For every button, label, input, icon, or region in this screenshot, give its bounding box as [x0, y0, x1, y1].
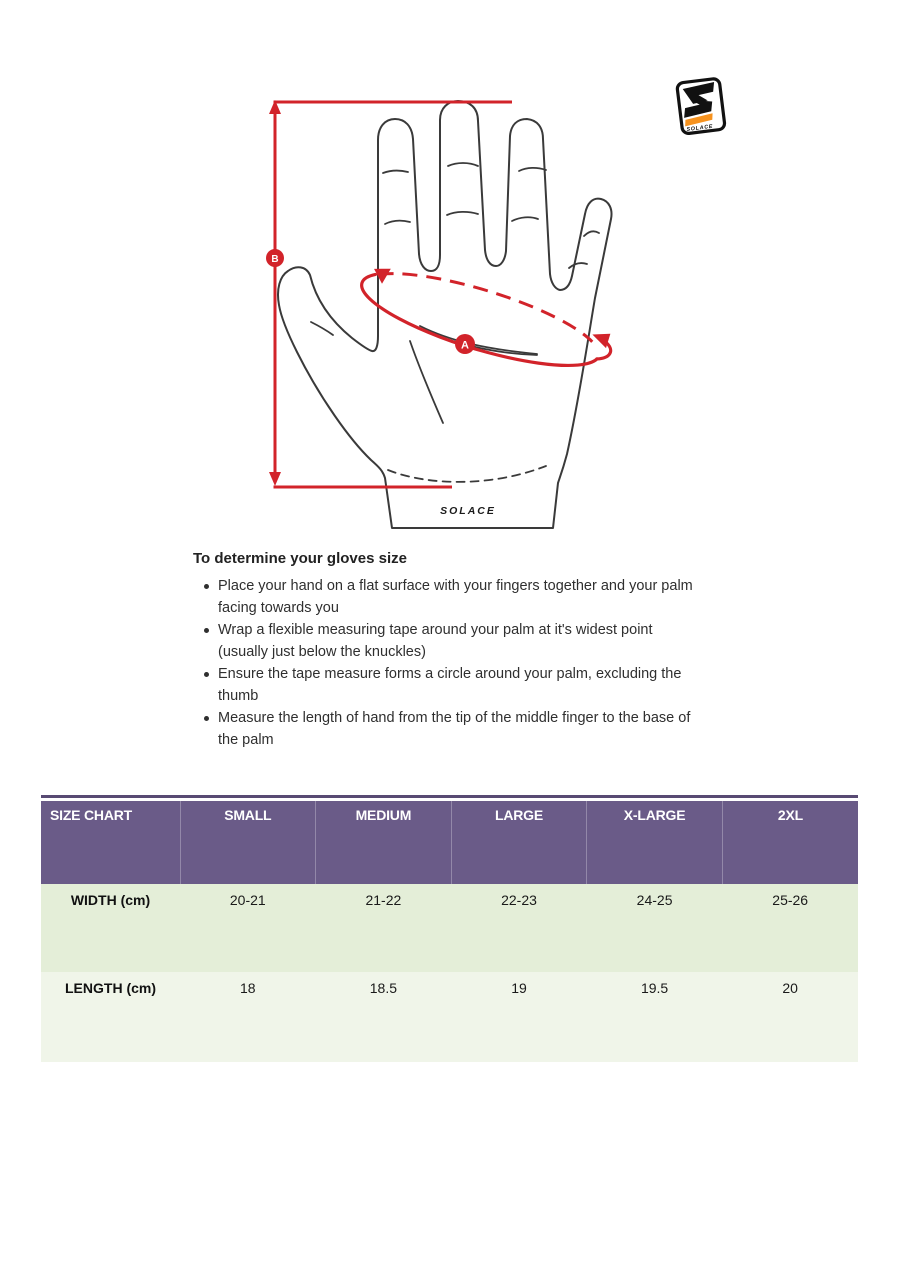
hand-sketch: SOLACE [277, 100, 613, 529]
svg-text:A: A [461, 340, 469, 352]
length-value-2xl: 20 [722, 972, 858, 1062]
palm-circumference-ellipse [360, 268, 613, 368]
instructions-title: To determine your gloves size [193, 550, 407, 567]
width-value-small: 20-21 [180, 884, 316, 972]
instruction-item: Wrap a flexible measuring tape around yo… [204, 619, 706, 663]
header-cell-small: SMALL [179, 801, 316, 884]
marker-badge-b: B [266, 249, 284, 267]
length-value-small: 18 [180, 972, 316, 1062]
header-cell-size-chart: SIZE CHART [41, 801, 180, 884]
header-cell-2xl: 2XL [721, 801, 858, 884]
sizing-instructions: To determine your gloves size Place your… [193, 549, 723, 751]
width-row: WIDTH (cm) 20-21 21-22 22-23 24-25 25-26 [41, 884, 858, 972]
length-row: LENGTH (cm) 18 18.5 19 19.5 20 [41, 972, 858, 1062]
logo-s-glyph [682, 81, 715, 118]
width-value-medium: 21-22 [315, 884, 452, 972]
width-value-2xl: 25-26 [722, 884, 858, 972]
marker-badge-a: A [455, 334, 475, 354]
hand-measurement-diagram: SOLACE B [266, 100, 613, 529]
brand-logo: SOLACE [675, 77, 727, 136]
header-cell-x-large: X-LARGE [586, 801, 723, 884]
instruction-item: Ensure the tape measure forms a circle a… [204, 663, 706, 707]
wrist-brand-text: SOLACE [440, 505, 496, 517]
row-label-length: LENGTH (cm) [41, 972, 180, 1062]
logo-brand-text: SOLACE [686, 124, 713, 133]
header-cell-medium: MEDIUM [315, 801, 452, 884]
size-chart-table: SIZE CHART SMALL MEDIUM LARGE X-LARGE 2X… [41, 795, 858, 1062]
row-label-width: WIDTH (cm) [41, 884, 180, 972]
instructions-list: Place your hand on a flat surface with y… [193, 575, 723, 751]
width-value-x-large: 24-25 [586, 884, 723, 972]
svg-text:B: B [271, 254, 278, 265]
header-cell-large: LARGE [450, 801, 587, 884]
length-value-large: 19 [451, 972, 587, 1062]
instruction-item: Measure the length of hand from the tip … [204, 707, 706, 751]
width-value-large: 22-23 [451, 884, 587, 972]
size-chart-header-row: SIZE CHART SMALL MEDIUM LARGE X-LARGE 2X… [41, 801, 858, 884]
length-value-x-large: 19.5 [586, 972, 723, 1062]
length-value-medium: 18.5 [315, 972, 452, 1062]
logo-orange-bar [685, 113, 713, 127]
instruction-item: Place your hand on a flat surface with y… [204, 575, 706, 619]
measurement-overlay: B A [266, 100, 613, 489]
arrowheads [269, 100, 281, 486]
